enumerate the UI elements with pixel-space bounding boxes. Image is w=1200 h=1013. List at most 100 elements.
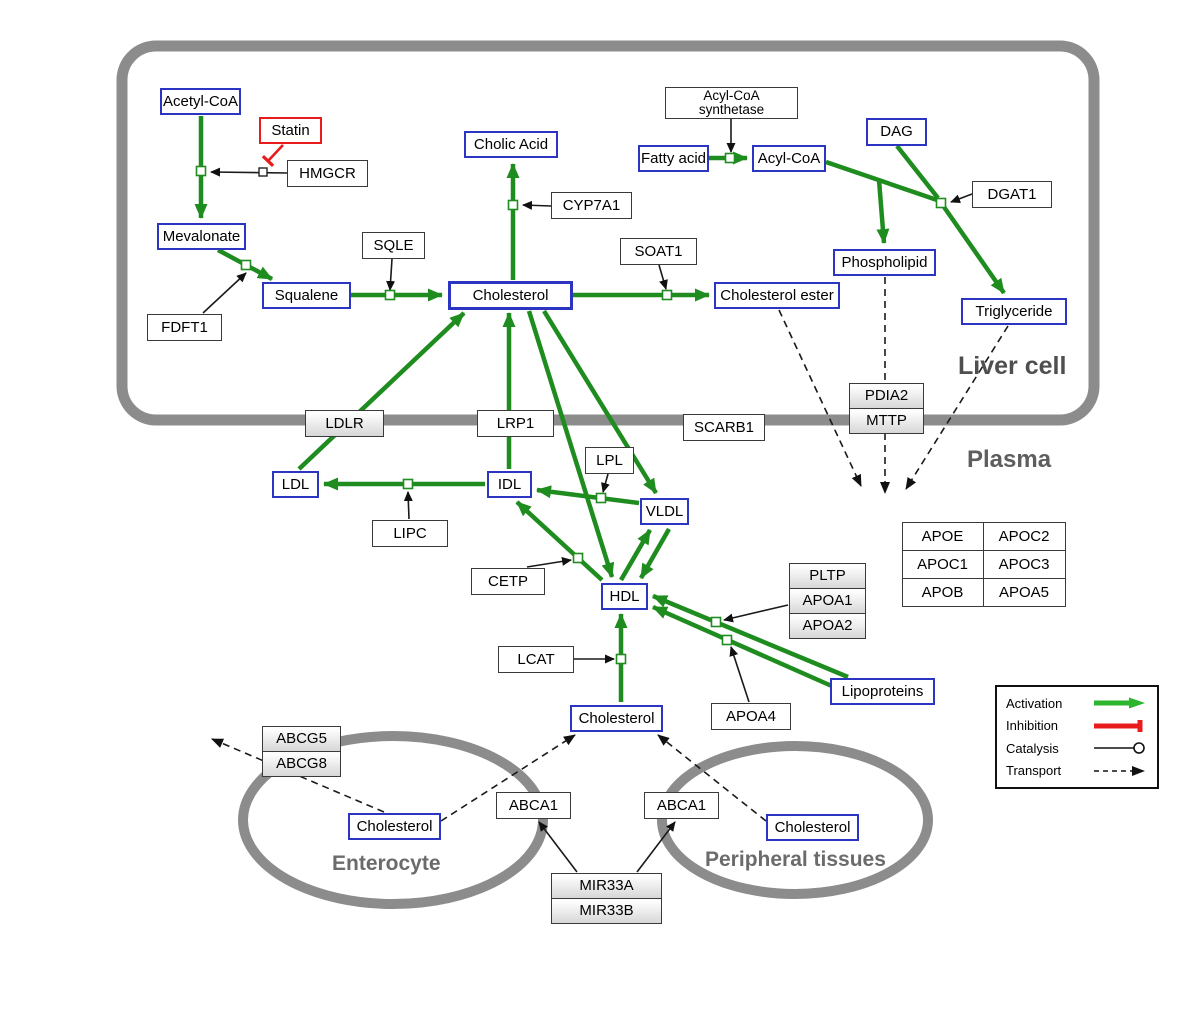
node-lrp1[interactable]: LRP1 bbox=[477, 410, 554, 437]
node-idl[interactable]: IDL bbox=[487, 471, 532, 498]
node-mttp[interactable]: MTTP bbox=[849, 408, 924, 434]
node-apoe[interactable]: APOE bbox=[901, 521, 984, 551]
reaction-anchor bbox=[384, 289, 396, 301]
node-apoc3[interactable]: APOC3 bbox=[982, 549, 1066, 579]
node-mir33b[interactable]: MIR33B bbox=[551, 898, 662, 924]
edge-cholesterol-hdl bbox=[526, 310, 615, 578]
node-lipoproteins[interactable]: Lipoproteins bbox=[830, 678, 935, 705]
node-apoa4[interactable]: APOA4 bbox=[711, 703, 791, 730]
node-apoc2[interactable]: APOC2 bbox=[982, 521, 1066, 551]
connector-fdft1 bbox=[202, 272, 247, 314]
node-lipc[interactable]: LIPC bbox=[372, 520, 448, 547]
inhibition-statin-line bbox=[267, 144, 284, 162]
node-cetp[interactable]: CETP bbox=[471, 568, 545, 595]
reaction-anchor bbox=[195, 165, 207, 177]
node-cyp7a1[interactable]: CYP7A1 bbox=[551, 192, 632, 219]
node-vldl[interactable]: VLDL bbox=[640, 498, 689, 525]
reaction-anchor bbox=[710, 616, 722, 628]
reaction-anchor bbox=[595, 492, 607, 504]
node-dgat1[interactable]: DGAT1 bbox=[972, 181, 1052, 208]
node-abcg8[interactable]: ABCG8 bbox=[262, 751, 341, 777]
node-cholesterol-enterocyte[interactable]: Cholesterol bbox=[348, 813, 441, 840]
peripheral-tissues-label: Peripheral tissues bbox=[705, 848, 886, 871]
node-hmgcr[interactable]: HMGCR bbox=[287, 160, 368, 187]
node-sqle[interactable]: SQLE bbox=[362, 232, 425, 259]
node-apob[interactable]: APOB bbox=[901, 577, 984, 607]
node-squalene[interactable]: Squalene bbox=[262, 282, 351, 309]
node-cholesterol-liver[interactable]: Cholesterol bbox=[448, 281, 573, 310]
node-fdft1[interactable]: FDFT1 bbox=[147, 314, 222, 341]
node-lcat[interactable]: LCAT bbox=[498, 646, 574, 673]
legend-inhibition-label: Inhibition bbox=[1006, 718, 1059, 734]
edge-ldl-cholesterol-via-ldlr bbox=[297, 311, 466, 471]
edge-acylcoa-dgat1-junction bbox=[825, 159, 938, 203]
legend-row-transport: Transport bbox=[1006, 760, 1148, 782]
reaction-anchor bbox=[572, 552, 584, 564]
node-scarb1[interactable]: SCARB1 bbox=[683, 414, 765, 441]
node-apoa2[interactable]: APOA2 bbox=[789, 613, 866, 639]
node-dag[interactable]: DAG bbox=[866, 118, 927, 146]
node-soat1[interactable]: SOAT1 bbox=[620, 238, 697, 265]
connector-cyp7a1 bbox=[522, 200, 552, 210]
reaction-anchor bbox=[724, 152, 736, 164]
transport-enterocyte-cholesterol-plasma bbox=[440, 734, 576, 822]
edge-lipoproteins-hdl-lower bbox=[652, 604, 835, 690]
node-cholesterol-ester[interactable]: Cholesterol ester bbox=[714, 282, 840, 309]
node-hdl[interactable]: HDL bbox=[601, 583, 648, 610]
reaction-anchor bbox=[615, 653, 627, 665]
legend-activation-label: Activation bbox=[1006, 695, 1063, 711]
node-mir33a[interactable]: MIR33A bbox=[551, 873, 662, 899]
connector-mir33-abca1-right bbox=[636, 821, 676, 873]
edge-cholesterol-vldl bbox=[542, 309, 658, 495]
node-abca1-peripheral[interactable]: ABCA1 bbox=[644, 792, 719, 819]
node-acyl-coa[interactable]: Acyl-CoA bbox=[752, 145, 826, 172]
connector-hmgcr bbox=[210, 167, 288, 177]
reaction-anchor bbox=[402, 478, 414, 490]
node-acyl-coa-synthetase[interactable]: Acyl-CoA synthetase bbox=[665, 87, 798, 119]
node-cholic-acid[interactable]: Cholic Acid bbox=[464, 131, 558, 158]
node-apoa5[interactable]: APOA5 bbox=[982, 577, 1066, 607]
node-abca1-enterocyte[interactable]: ABCA1 bbox=[496, 792, 571, 819]
legend-catalysis-label: Catalysis bbox=[1006, 740, 1059, 756]
node-mevalonate[interactable]: Mevalonate bbox=[157, 223, 246, 250]
node-apoa1[interactable]: APOA1 bbox=[789, 588, 866, 614]
node-pltp[interactable]: PLTP bbox=[789, 563, 866, 589]
node-lpl[interactable]: LPL bbox=[585, 447, 634, 474]
edge-dag-dgat1-junction bbox=[895, 144, 940, 200]
connector-dgat1 bbox=[950, 193, 973, 204]
node-statin[interactable]: Statin bbox=[259, 117, 322, 144]
edge-vldl-hdl bbox=[639, 527, 671, 580]
legend-row-catalysis: Catalysis bbox=[1006, 737, 1148, 759]
legend: Activation Inhibition Catalysis Transpor… bbox=[995, 685, 1159, 789]
node-ldlr[interactable]: LDLR bbox=[305, 410, 384, 437]
node-pdia2[interactable]: PDIA2 bbox=[849, 383, 924, 409]
edge-lipoproteins-hdl-upper bbox=[652, 593, 849, 680]
liver-cell-membrane bbox=[116, 40, 1100, 426]
reaction-anchor bbox=[935, 197, 947, 209]
node-triglyceride[interactable]: Triglyceride bbox=[961, 298, 1067, 325]
reaction-anchor bbox=[661, 289, 673, 301]
transport-dashed-arrow-icon bbox=[1094, 765, 1145, 776]
node-ldl[interactable]: LDL bbox=[272, 471, 319, 498]
enterocyte-membrane bbox=[238, 731, 548, 909]
edge-junction-triglyceride bbox=[942, 205, 1006, 295]
inhibition-tbar-icon bbox=[1094, 719, 1143, 732]
node-cholesterol-plasma[interactable]: Cholesterol bbox=[570, 705, 663, 732]
transport-triglyceride-plasma bbox=[905, 325, 1009, 490]
inhibition-statin-tbar bbox=[261, 155, 275, 167]
node-abcg5[interactable]: ABCG5 bbox=[262, 726, 341, 752]
node-apoc1[interactable]: APOC1 bbox=[901, 549, 984, 579]
legend-row-activation: Activation bbox=[1006, 692, 1148, 714]
connector-soat1 bbox=[658, 264, 668, 290]
node-phospholipid[interactable]: Phospholipid bbox=[833, 249, 936, 276]
plasma-label: Plasma bbox=[967, 446, 1052, 473]
connector-sqle bbox=[386, 258, 396, 291]
reaction-anchor bbox=[507, 199, 519, 211]
node-fatty-acid[interactable]: Fatty acid bbox=[638, 145, 709, 172]
node-acetyl-coa[interactable]: Acetyl-CoA bbox=[160, 88, 241, 115]
node-cholesterol-peripheral[interactable]: Cholesterol bbox=[766, 814, 859, 841]
inhibition-anchor bbox=[258, 167, 268, 177]
reaction-anchor bbox=[721, 634, 733, 646]
acyl-coa-synthetase-line2: synthetase bbox=[698, 102, 765, 117]
